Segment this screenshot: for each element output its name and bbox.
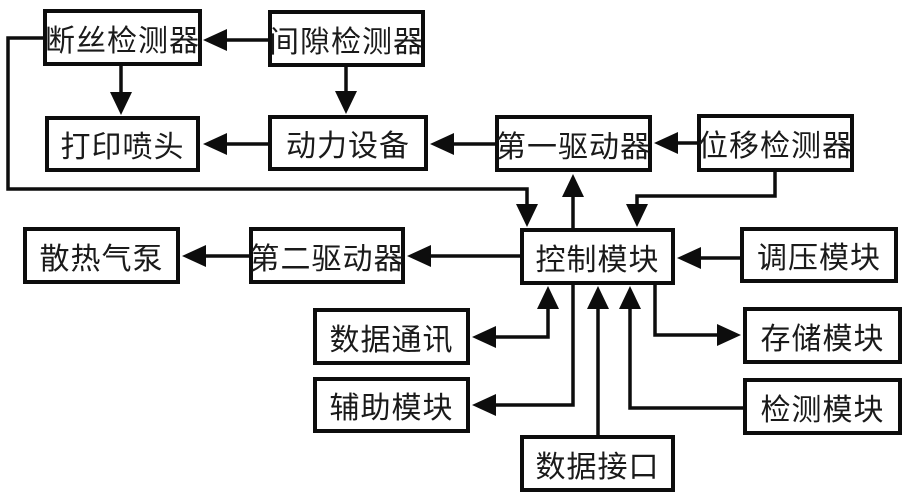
node-data-communication: 数据通讯 [313,308,470,365]
edge-detection-module-to-control-module [619,286,743,410]
edge-control-module-to-first-driver [562,174,584,228]
node-print-head: 打印喷头 [45,116,200,172]
edge-displacement-detector-to-control-module [626,172,777,227]
edge-gap-detector-to-power-equipment [335,67,357,114]
edge-voltage-regulator-to-control-module [677,247,740,269]
node-auxiliary-module: 辅助模块 [313,377,470,433]
edge-data-interface-to-control-module [587,286,609,435]
node-detection-module: 检测模块 [743,378,902,435]
edge-displacement-detector-to-first-driver [654,132,697,154]
edge-wire-break-detector-to-print-head [110,66,132,115]
node-wire-break-detector: 断丝检测器 [43,9,202,66]
edge-data-comm-control-module-bidirectional [472,286,559,348]
edge-wire-break-detector-to-control-module [6,36,538,227]
edge-control-module-to-auxiliary-module [472,285,575,416]
edge-second-driver-to-cooling-pump [182,245,249,267]
edge-power-equipment-to-print-head [203,133,268,155]
node-storage-module: 存储模块 [743,307,902,364]
node-displacement-detector: 位移检测器 [697,114,854,172]
edge-control-module-to-storage-module [653,285,741,346]
node-data-interface: 数据接口 [520,435,675,492]
node-first-driver: 第一驱动器 [495,115,652,172]
node-second-driver: 第二驱动器 [249,227,405,284]
edge-control-module-to-second-driver [407,245,520,267]
node-gap-detector: 间隙检测器 [268,10,425,67]
node-cooling-air-pump: 散热气泵 [23,227,180,284]
node-control-module: 控制模块 [520,228,675,285]
node-voltage-regulator-module: 调压模块 [740,227,898,283]
edge-gap-detector-to-wire-break-detector [203,29,268,51]
node-power-equipment: 动力设备 [268,115,428,171]
edge-first-driver-to-power-equipment [430,133,495,155]
